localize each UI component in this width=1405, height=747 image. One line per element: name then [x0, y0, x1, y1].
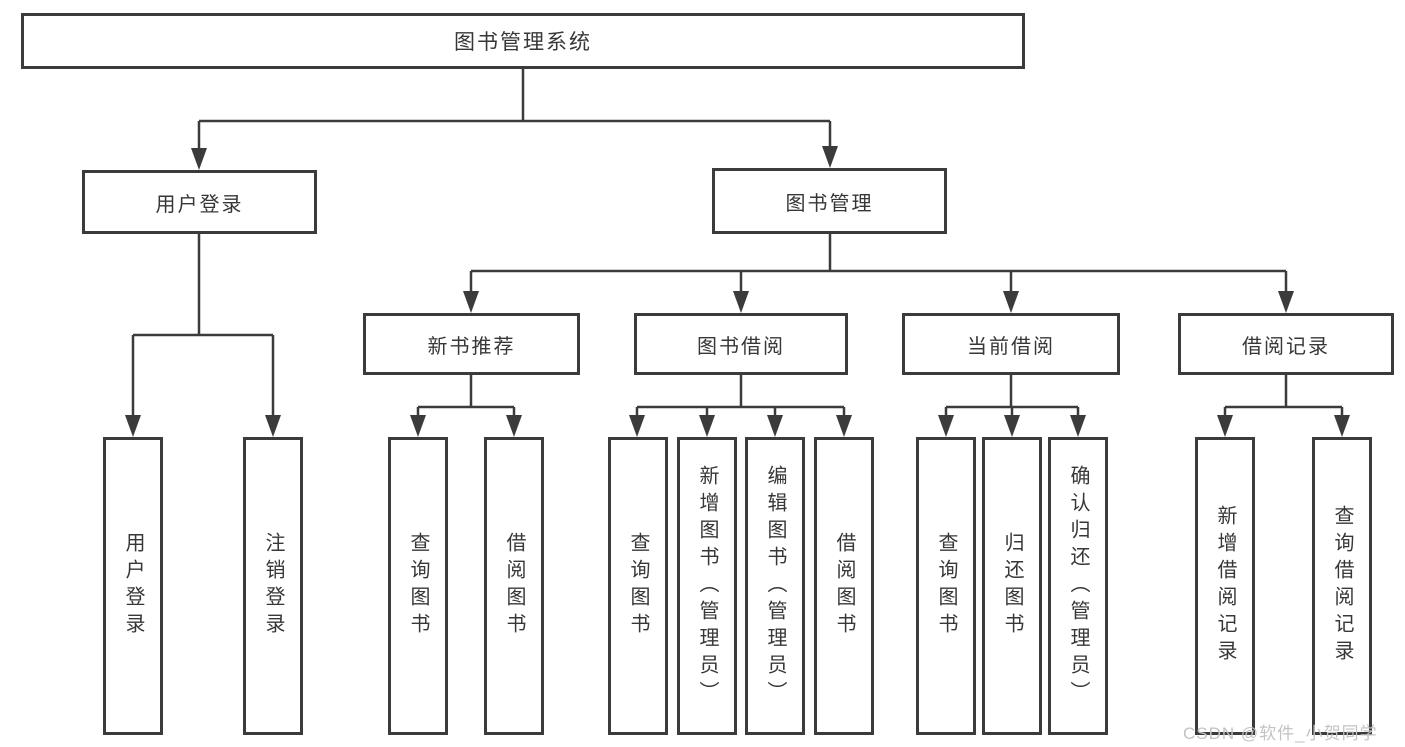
leaf-current-confirm-return-admin: 确认归还（管理员） — [1048, 437, 1108, 735]
arrow-down-icon — [836, 415, 852, 437]
arrow-down-icon — [699, 415, 715, 437]
arrow-down-icon — [1070, 415, 1086, 437]
leaf-label: 注销登录 — [262, 532, 284, 640]
arrow-down-icon — [191, 148, 207, 170]
node-user-login: 用户登录 — [82, 170, 317, 234]
node-book-management: 图书管理 — [712, 168, 947, 234]
leaf-user-login: 用户登录 — [103, 437, 163, 735]
arrow-down-icon — [506, 415, 522, 437]
node-book-borrowing: 图书借阅 — [634, 313, 848, 375]
leaf-logout: 注销登录 — [243, 437, 303, 735]
leaf-recommend-query-books: 查询图书 — [388, 437, 448, 735]
csdn-watermark: CSDN @软件_小贺同学 — [1183, 724, 1378, 743]
leaf-records-query-borrow-record: 查询借阅记录 — [1312, 437, 1372, 735]
leaf-borrow-edit-books-admin: 编辑图书（管理员） — [745, 437, 805, 735]
arrow-down-icon — [1334, 415, 1350, 437]
arrow-down-icon — [1003, 291, 1019, 313]
leaf-label: 查询图书 — [935, 532, 957, 640]
leaf-current-return-books: 归还图书 — [982, 437, 1042, 735]
leaf-borrow-borrow-books: 借阅图书 — [814, 437, 874, 735]
node-borrowing-records: 借阅记录 — [1178, 313, 1394, 375]
node-new-book-recommendation: 新书推荐 — [363, 313, 580, 375]
leaf-label: 归还图书 — [1001, 532, 1023, 640]
arrow-down-icon — [822, 146, 838, 168]
arrow-down-icon — [767, 415, 783, 437]
arrow-down-icon — [1278, 291, 1294, 313]
leaf-recommend-borrow-books: 借阅图书 — [484, 437, 544, 735]
leaf-label: 查询图书 — [407, 532, 429, 640]
arrow-down-icon — [938, 415, 954, 437]
leaf-label: 新增图书（管理员） — [696, 464, 718, 708]
leaf-label: 借阅图书 — [503, 532, 525, 640]
leaf-label: 确认归还（管理员） — [1067, 464, 1089, 708]
leaf-records-add-borrow-record: 新增借阅记录 — [1195, 437, 1255, 735]
arrow-down-icon — [733, 291, 749, 313]
node-current-borrowing: 当前借阅 — [902, 313, 1120, 375]
leaf-label: 用户登录 — [122, 532, 144, 640]
leaf-label: 借阅图书 — [833, 532, 855, 640]
arrow-down-icon — [1217, 415, 1233, 437]
leaf-borrow-query-books: 查询图书 — [608, 437, 668, 735]
leaf-label: 查询图书 — [627, 532, 649, 640]
arrow-down-icon — [1004, 415, 1020, 437]
leaf-label: 编辑图书（管理员） — [764, 464, 786, 708]
leaf-label: 新增借阅记录 — [1214, 505, 1236, 667]
arrow-down-icon — [125, 415, 141, 437]
arrow-down-icon — [463, 291, 479, 313]
arrow-down-icon — [265, 415, 281, 437]
leaf-borrow-add-books-admin: 新增图书（管理员） — [677, 437, 737, 735]
node-library-management-system: 图书管理系统 — [21, 13, 1025, 69]
arrow-down-icon — [629, 415, 645, 437]
leaf-current-query-books: 查询图书 — [916, 437, 976, 735]
arrow-down-icon — [410, 415, 426, 437]
leaf-label: 查询借阅记录 — [1331, 505, 1353, 667]
